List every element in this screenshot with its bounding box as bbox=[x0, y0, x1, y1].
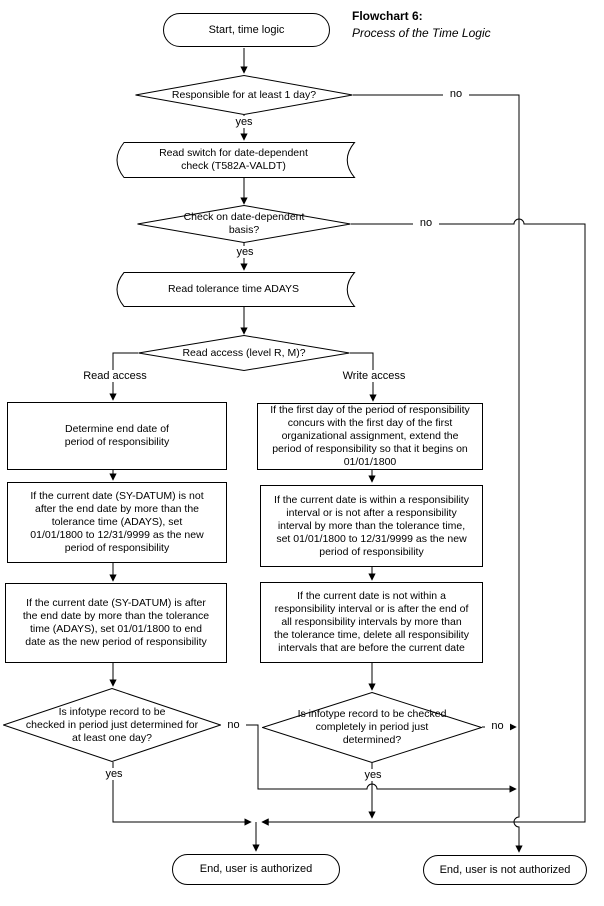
process-first-day-concurs: If the first day of the period of respon… bbox=[257, 403, 483, 470]
decision-label: Read access (level R, M)? bbox=[182, 346, 306, 359]
chart-title: Flowchart 6: Process of the Time Logic bbox=[352, 8, 491, 42]
stored-data-read-tolerance: Read tolerance time ADAYS bbox=[112, 272, 356, 307]
end-not-authorized-label: End, user is not authorized bbox=[439, 863, 571, 876]
process-label: Determine end date of period of responsi… bbox=[64, 423, 170, 448]
edge-label-d1-no: no bbox=[443, 88, 469, 100]
process-label: If the current date (SY-DATUM) is not af… bbox=[30, 490, 204, 554]
end-authorized-label: End, user is authorized bbox=[199, 863, 313, 875]
process-not-within-interval: If the current date is not within a resp… bbox=[260, 582, 483, 663]
edge-label-d4-no: no bbox=[221, 719, 246, 731]
stored-data-label: Read tolerance time ADAYS bbox=[167, 283, 300, 295]
decision-label: Is infotype record to be checked in peri… bbox=[25, 705, 199, 744]
start-terminator: Start, time logic bbox=[163, 13, 330, 47]
process-current-date-not-after: If the current date (SY-DATUM) is not af… bbox=[7, 482, 227, 563]
start-label: Start, time logic bbox=[208, 23, 285, 36]
chart-title-line2: Process of the Time Logic bbox=[352, 26, 491, 40]
stored-data-read-switch: Read switch for date-dependent check (T5… bbox=[112, 142, 356, 178]
decision-label: Check on date-dependent basis? bbox=[183, 211, 305, 236]
edge-label-write-access: Write access bbox=[338, 370, 410, 382]
edge-label-d5-no: no bbox=[485, 720, 510, 732]
decision-label: Responsible for at least 1 day? bbox=[171, 88, 317, 101]
edge-label-d1-yes: yes bbox=[230, 116, 258, 128]
decision-infotype-completely-in-period: Is infotype record to be checked complet… bbox=[262, 692, 482, 763]
edge-label-d5-yes: yes bbox=[355, 769, 391, 781]
decision-responsible-at-least-1-day: Responsible for at least 1 day? bbox=[135, 75, 353, 115]
stored-data-label: Read switch for date-dependent check (T5… bbox=[159, 147, 308, 172]
end-authorized-terminator: End, user is authorized bbox=[172, 854, 340, 885]
decision-infotype-period-one-day: Is infotype record to be checked in peri… bbox=[3, 688, 221, 762]
chart-title-line1: Flowchart 6: bbox=[352, 9, 423, 23]
diamond-shape bbox=[3, 688, 221, 762]
edge-label-d2-no: no bbox=[413, 217, 439, 229]
process-label: If the current date (SY-DATUM) is after … bbox=[22, 597, 210, 648]
diamond-shape bbox=[262, 692, 482, 763]
stored-data-shape bbox=[116, 272, 356, 307]
process-label: If the current date is not within a resp… bbox=[274, 590, 469, 654]
decision-label: Is infotype record to be checked complet… bbox=[297, 708, 447, 746]
decision-read-access-level: Read access (level R, M)? bbox=[138, 335, 350, 371]
end-not-authorized-terminator: End, user is not authorized bbox=[423, 855, 587, 885]
diamond-shape bbox=[137, 205, 351, 243]
decision-date-dependent-basis: Check on date-dependent basis? bbox=[137, 205, 351, 243]
stored-data-shape bbox=[116, 142, 356, 178]
diamond-shape bbox=[138, 335, 350, 371]
edge-label-d4-yes: yes bbox=[96, 768, 132, 780]
process-label: If the first day of the period of respon… bbox=[270, 404, 470, 468]
edge-label-read-access: Read access bbox=[74, 370, 156, 382]
process-within-interval: If the current date is within a responsi… bbox=[260, 485, 483, 567]
process-current-date-after: If the current date (SY-DATUM) is after … bbox=[5, 583, 227, 663]
process-determine-end-date: Determine end date of period of responsi… bbox=[7, 402, 227, 470]
edge-label-d2-yes: yes bbox=[231, 246, 259, 258]
diamond-shape bbox=[135, 75, 353, 115]
process-label: If the current date is within a responsi… bbox=[274, 493, 469, 558]
